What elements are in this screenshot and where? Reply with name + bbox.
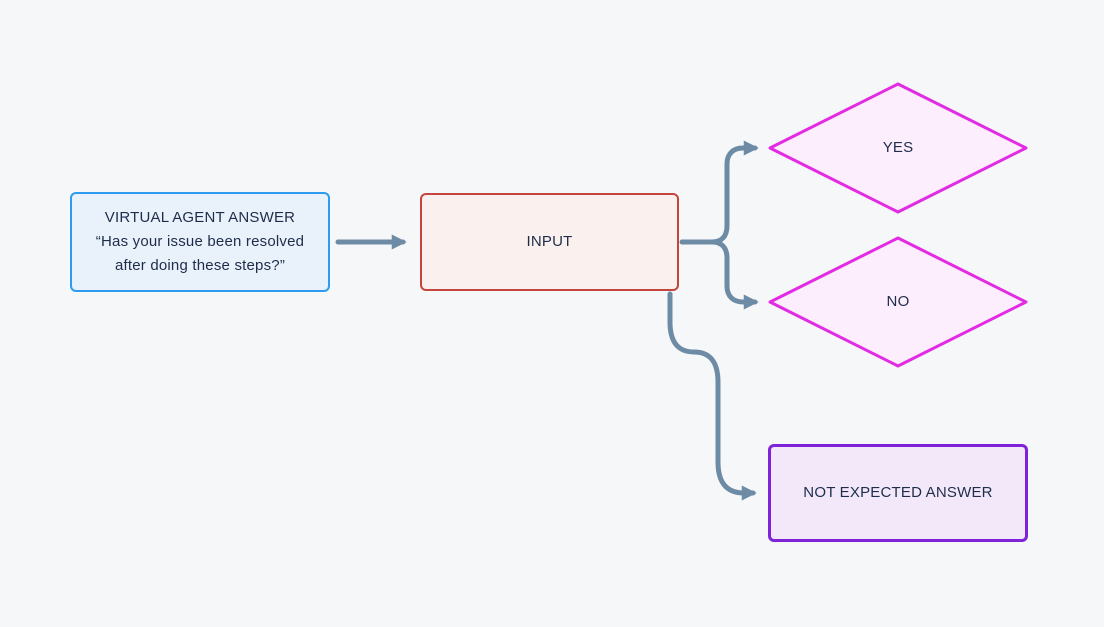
- not-expected-answer-label: NOT EXPECTED ANSWER: [803, 484, 993, 501]
- node-no-label: NO: [886, 293, 910, 310]
- virtual-agent-question-line2: after doing these steps?”: [114, 257, 286, 274]
- no-diamond-shape: [768, 236, 1028, 368]
- node-not-expected-answer: NOT EXPECTED ANSWER: [768, 444, 1028, 542]
- virtual-agent-title: VIRTUAL AGENT ANSWER: [104, 209, 296, 226]
- node-input: INPUT: [420, 193, 679, 291]
- input-label: INPUT: [526, 233, 573, 250]
- virtual-agent-question-line1: “Has your issue been resolved: [95, 233, 305, 250]
- node-yes-label: YES: [882, 139, 914, 156]
- arrow-input-to-yes: [709, 140, 759, 245]
- arrow-input-to-no: [709, 239, 759, 310]
- node-virtual-agent-answer: VIRTUAL AGENT ANSWER “Has your issue bee…: [70, 192, 330, 292]
- arrow-input-to-not-expected: [667, 291, 757, 501]
- yes-diamond-shape: [768, 82, 1028, 214]
